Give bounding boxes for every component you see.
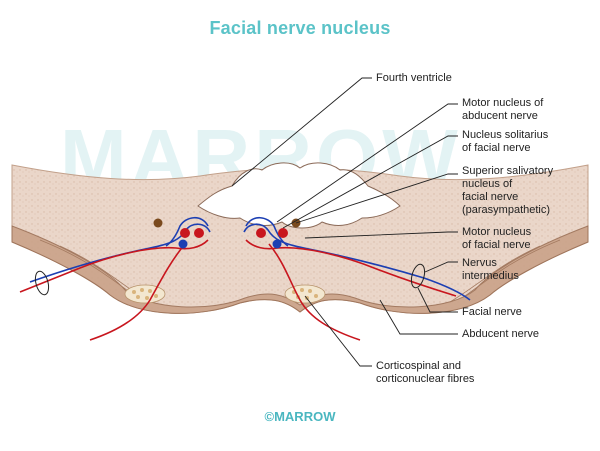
copyright-footer: ©MARROW [264,409,336,424]
salivatory-nucleus-left [153,218,163,228]
label-salivatory-line4: (parasympathetic) [462,204,551,216]
label-intermedius-line1: Nervus [462,257,497,269]
diagram-title: Facial nerve nucleus [209,18,391,38]
facial-motor-nucleus-left-b [194,228,204,238]
corticospinal-patch-right [284,284,326,304]
right-nerve-loops [243,216,471,341]
label-motor-facial-line2: of facial nerve [462,239,531,251]
label-abducent-nerve: Abducent nerve [462,328,540,340]
left-nerve-loops [19,216,211,341]
label-motor-facial-line1: Motor nucleus [462,226,532,238]
abducent-nucleus-right [272,239,282,249]
nerve-exit-left [34,270,50,296]
label-fourth-ventricle: Fourth ventricle [376,72,452,84]
abducent-nucleus-left [178,239,188,249]
label-salivatory-line3: facial nerve [462,191,519,203]
label-facial-nerve: Facial nerve [462,306,522,318]
label-salivatory-line1: Superior salivatory [462,165,554,177]
facial-motor-nucleus-right-a [256,228,266,238]
label-solitarius-line1: Nucleus solitarius [462,129,549,141]
label-solitarius-line2: of facial nerve [462,142,531,154]
fourth-ventricle-shape [197,162,401,229]
label-abducent-nucleus-line1: Motor nucleus of [462,97,544,109]
basilar-pons-band [11,225,589,314]
label-salivatory-line2: nucleus of [462,178,513,190]
facial-motor-nucleus-left-a [180,228,190,238]
label-corticospinal-line2: corticonuclear fibres [376,373,475,385]
leader-lines [231,77,458,367]
label-corticospinal-line1: Corticospinal and [376,360,461,372]
label-abducent-nucleus-line2: abducent nerve [462,110,538,122]
salivatory-red-nucleus-right [278,228,288,238]
label-intermedius-line2: intermedius [462,270,519,282]
corticospinal-patch-left [124,284,166,304]
nerve-exit-right [410,263,426,289]
